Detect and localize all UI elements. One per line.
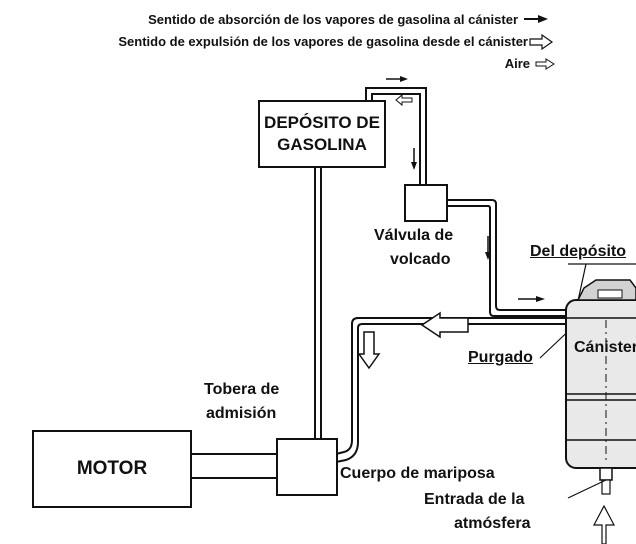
atmosphere-label-line2: atmósfera xyxy=(454,515,531,532)
fuel-tank-box: DEPÓSITO DE GASOLINA xyxy=(258,100,386,168)
legend-arrow-solid-icon xyxy=(524,15,548,23)
throttle-body-label: Cuerpo de mariposa xyxy=(340,465,495,482)
motor-to-throttle-pipe xyxy=(192,453,276,479)
rollover-valve-box xyxy=(404,184,448,222)
rollover-valve-label-line1: Válvula de xyxy=(374,227,454,244)
atmosphere-air-arrow-icon xyxy=(593,504,615,544)
purge-label: Purgado xyxy=(468,349,533,366)
valve-to-canister-pipe xyxy=(446,199,576,317)
rollover-valve-label-line2: volcado xyxy=(390,251,451,268)
purge-arrow-hollow-down-icon xyxy=(357,331,381,370)
fuel-tank-label-line2: GASOLINA xyxy=(277,135,367,154)
canister xyxy=(565,279,636,495)
intake-label-line1: Tobera de xyxy=(204,381,280,398)
legend-arrow-air-icon xyxy=(535,58,555,70)
tank-pipe-arrow-solid-icon xyxy=(386,76,408,82)
from-tank-label: Del depósito xyxy=(530,243,627,260)
fuel-tank-label-line1: DEPÓSITO DE xyxy=(264,113,380,132)
atmosphere-leader-line xyxy=(567,479,607,499)
canister-label: Cánister xyxy=(574,339,636,356)
motor-box: MOTOR xyxy=(32,430,192,508)
tank-to-throttle-pipe xyxy=(314,168,322,440)
purge-pipe xyxy=(335,317,576,463)
valve-pipe-arrow-down-icon xyxy=(485,236,491,260)
purge-arrow-hollow-left-icon xyxy=(420,311,469,339)
legend-expulsion: Sentido de expulsión de los vapores de g… xyxy=(118,34,528,49)
tank-pipe-arrow-down-icon xyxy=(411,148,417,170)
legend-absorption: Sentido de absorción de los vapores de g… xyxy=(148,12,518,27)
valve-pipe-arrow-right-icon xyxy=(518,296,545,302)
tank-pipe-arrow-hollow-icon xyxy=(395,93,413,107)
throttle-body-box xyxy=(276,438,338,496)
legend-arrow-hollow-icon xyxy=(529,33,554,51)
atmosphere-label-line1: Entrada de la xyxy=(424,491,525,508)
motor-label: MOTOR xyxy=(76,458,148,479)
intake-label-line2: admisión xyxy=(206,405,277,422)
legend-air: Aire xyxy=(504,56,530,71)
